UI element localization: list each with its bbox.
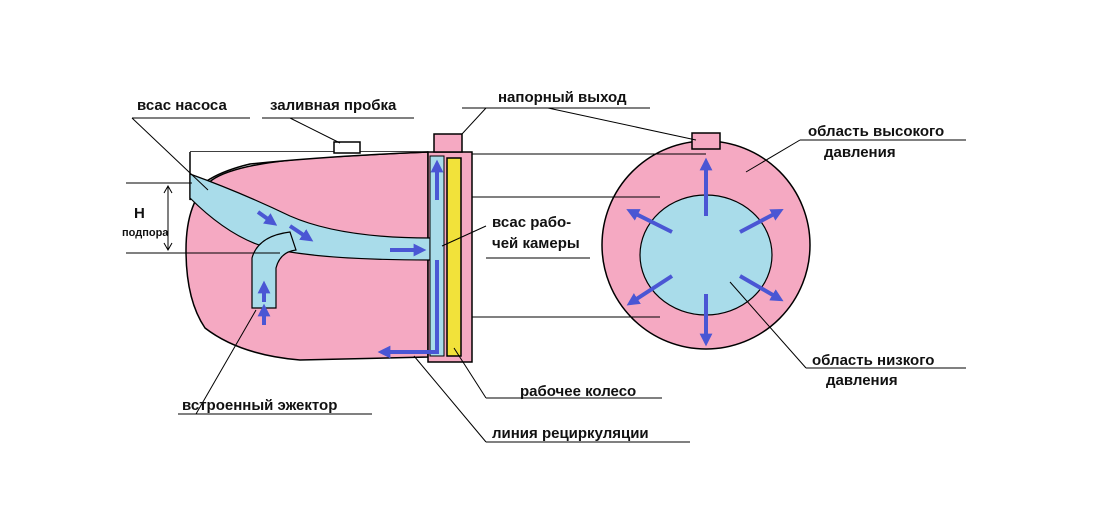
label-h-symbol: H xyxy=(134,205,145,222)
arrow-icon xyxy=(626,209,673,234)
label-working-chamber-2: чей камеры xyxy=(492,235,580,252)
arrow-icon xyxy=(626,274,674,306)
label-impeller: рабочее колесо xyxy=(520,383,637,400)
label-pressure-outlet: напорный выход xyxy=(498,89,627,106)
label-low-pressure-1: область низкого xyxy=(812,352,935,369)
outlet-stub xyxy=(433,133,463,153)
label-suction-pump: всас насоса xyxy=(137,97,227,114)
label-working-chamber-1: всас рабо- xyxy=(492,214,572,231)
label-low-pressure-2: давления xyxy=(826,372,898,389)
arrow-icon xyxy=(739,209,784,234)
filler-plug-icon xyxy=(333,141,361,154)
arrow-icon xyxy=(288,224,314,242)
arrow-icon xyxy=(256,210,278,226)
arrow-icon xyxy=(738,274,784,302)
impeller xyxy=(446,157,462,357)
label-ejector: встроенный эжектор xyxy=(182,397,338,414)
label-h-caption: подпора xyxy=(122,227,169,239)
leader-lines xyxy=(131,107,966,443)
label-filler-plug: заливная пробка xyxy=(270,97,397,114)
h-dimension xyxy=(126,182,280,254)
front-outlet-stub xyxy=(691,132,721,150)
flow-arrows-side xyxy=(256,159,444,359)
housing-channel xyxy=(429,155,445,357)
arrow-icon xyxy=(377,260,439,359)
flow-arrows-front xyxy=(626,157,784,347)
label-high-pressure-2: давления xyxy=(824,144,896,161)
label-high-pressure-1: область высокого xyxy=(808,123,945,140)
label-recirculation: линия рециркуляции xyxy=(492,425,649,442)
